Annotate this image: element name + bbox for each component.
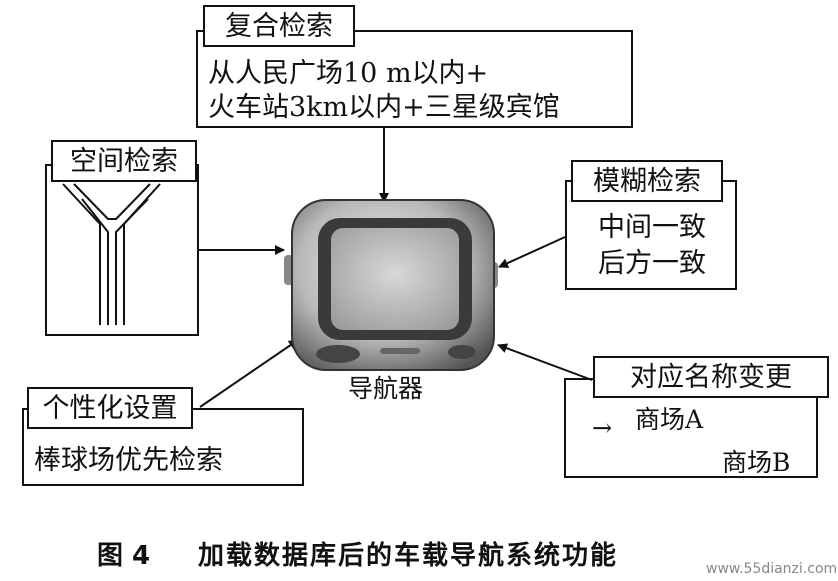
arrow-rename-to-device [497, 343, 593, 381]
personal-settings-line1: 棒球场优先检索 [34, 445, 223, 476]
y-road-icon [62, 183, 161, 325]
personal-settings-title: 个性化设置 [27, 387, 193, 429]
spatial-search-title: 空间检索 [51, 140, 197, 182]
composite-search-line2: 火车站3km以内+三星级宾馆 [208, 92, 560, 123]
figure-caption-text: 加载数据库后的车载导航系统功能 [198, 541, 619, 571]
watermark-text: www.55dianzi.com [706, 561, 838, 577]
fuzzy-search-line2: 后方一致 [598, 248, 706, 279]
composite-search-line1: 从人民广场10 m以内+ [208, 58, 489, 89]
fuzzy-search-title: 模糊检索 [571, 160, 723, 202]
arrow-personal-to-device [199, 339, 299, 408]
name-mapping-line1: 商场A [635, 405, 704, 434]
navigator-device-icon [284, 199, 498, 371]
name-mapping-line2: 商场B [722, 448, 791, 477]
fuzzy-search-line1: 中间一致 [598, 212, 706, 243]
composite-search-title: 复合检索 [203, 5, 355, 47]
name-mapping-title: 对应名称变更 [593, 356, 829, 398]
arrow-fuzzy-to-device [498, 236, 566, 268]
name-mapping-arrow: → [592, 414, 613, 442]
navigator-label: 导航器 [348, 374, 424, 403]
figure-caption-number: 图 4 [97, 541, 151, 571]
